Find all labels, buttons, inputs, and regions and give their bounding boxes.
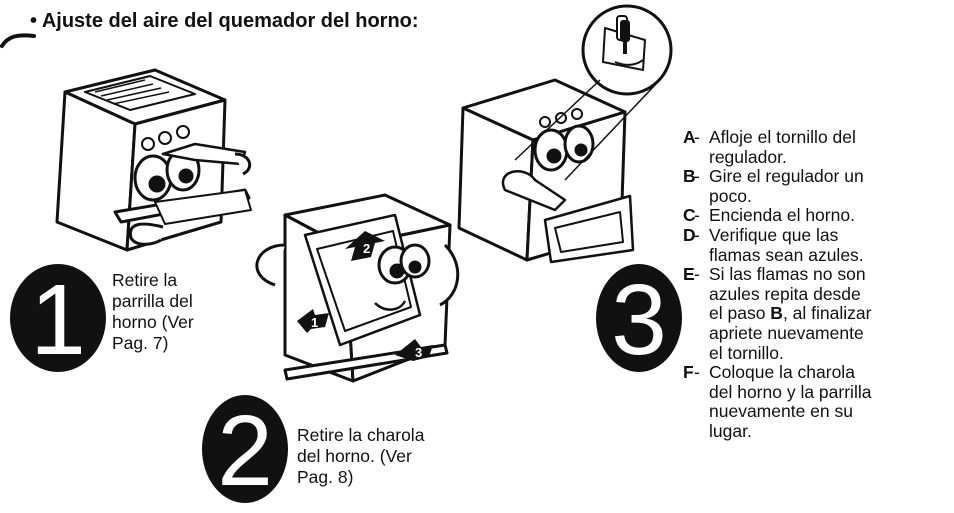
instruction-letter: B [683, 166, 696, 187]
instruction-line: lugar. [709, 420, 752, 441]
step1-line: horno (Ver [112, 312, 194, 332]
instruction-list: A- Afloje el tornillo del regulador. B- … [683, 127, 953, 442]
instruction-item: D- Verifique que las flamas sean azules. [683, 224, 864, 265]
step3-number-badge: 3 [596, 264, 682, 374]
step1-number: 1 [30, 264, 86, 374]
instruction-line: el tornillo. [709, 342, 784, 363]
instruction-line: regulador. [709, 146, 787, 167]
page-title: • Ajuste del aire del quemador del horno… [30, 10, 419, 32]
step2-line: Retire la charola [297, 425, 425, 445]
instruction-item: A- Afloje el tornillo del regulador. [683, 127, 856, 167]
step1-number-badge: 1 [10, 264, 106, 374]
instruction-line: Encienda el horno. [709, 205, 855, 226]
step1-text: Retire la parrilla del horno (Ver Pag. 7… [112, 270, 194, 354]
instruction-item: B- Gire el regulador un poco. [683, 166, 864, 206]
step1-line: Pag. 7) [112, 333, 169, 353]
stove-cartoon-1-icon [55, 68, 252, 252]
instruction-item: E- Si las flamas no son azules repita de… [683, 264, 872, 363]
arrow-label-1: 1 [311, 315, 318, 330]
step2-text: Retire la charola del horno. (Ver Pag. 8… [297, 425, 424, 488]
instruction-letter: F [683, 362, 694, 383]
step2-number-badge: 2 [202, 395, 288, 505]
instruction-letter: A [683, 127, 696, 147]
stove-cartoon-2-icon: 2 1 3 [255, 193, 460, 383]
arrow-label-3: 3 [415, 345, 422, 360]
step1-line: Retire la [112, 270, 178, 290]
instruction-letter: D [683, 224, 696, 245]
screwdriver-icon [620, 20, 630, 54]
step2-line: Pag. 8) [297, 467, 354, 487]
instruction-bold-ref: B [770, 303, 783, 324]
instruction-line: Coloque la charola [709, 362, 855, 383]
stove-cartoon-3-icon [457, 4, 673, 264]
instruction-line: poco. [709, 185, 752, 206]
instruction-line: Si las flamas no son [709, 264, 866, 285]
arrow-label-2: 2 [363, 241, 370, 256]
instruction-line: flamas sean azules. [709, 244, 864, 265]
instruction-letter: E [683, 264, 695, 285]
title-swoosh-icon [0, 33, 36, 48]
instruction-item: C- Encienda el horno. [683, 205, 855, 226]
instruction-line: del horno y la parrilla [709, 381, 872, 402]
instruction-line: Gire el regulador un [709, 166, 864, 187]
instruction-line: Afloje el tornillo del [709, 127, 856, 147]
instruction-line-part: , al finalizar [782, 303, 872, 324]
step3-number: 3 [611, 264, 667, 374]
instruction-item: F- Coloque la charola del horno y la par… [683, 362, 872, 441]
instruction-line: nuevamente en su [709, 401, 853, 422]
step2-line: del horno. (Ver [297, 446, 412, 466]
instruction-letter: C [683, 205, 696, 226]
instruction-line: Verifique que las [709, 224, 839, 245]
instruction-line: apriete nuevamente [709, 322, 864, 343]
instruction-line: azules repita desde [709, 283, 861, 304]
step2-number: 2 [217, 395, 273, 505]
step1-line: parrilla del [112, 291, 193, 311]
instruction-line-part: el paso [709, 303, 771, 324]
